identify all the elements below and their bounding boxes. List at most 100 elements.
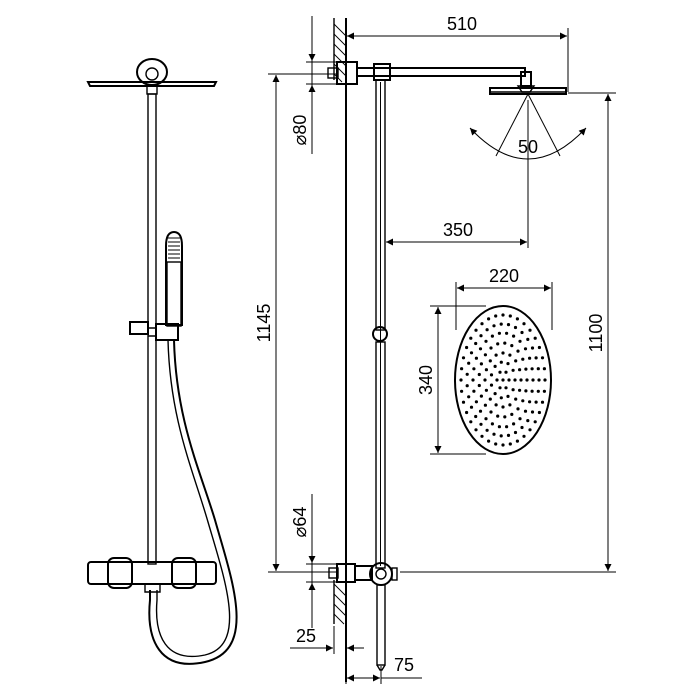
side-outlet-pipe [376, 584, 386, 666]
nozzle-dot [524, 367, 528, 371]
nozzle-dot [498, 386, 502, 390]
front-mixer-outlet [144, 584, 161, 593]
front-slider-link [148, 327, 156, 337]
nozzle-dot [528, 328, 532, 332]
nozzle-dot [492, 432, 496, 436]
nozzle-dot [474, 328, 478, 332]
nozzle-dot [515, 317, 520, 321]
head-nozzles [459, 313, 547, 447]
nozzle-dot [511, 422, 516, 426]
nozzle-dot [497, 425, 501, 429]
nozzle-dot [503, 415, 507, 419]
nozzle-dot [479, 394, 483, 398]
wall-hatching-bottom [333, 583, 347, 625]
nozzle-dot [494, 314, 498, 318]
arm-clamp [373, 63, 391, 81]
nozzle-dot [484, 388, 488, 392]
nozzle-dot [518, 417, 522, 421]
nozzle-dot [492, 324, 496, 328]
nozzle-dot [469, 420, 473, 424]
nozzle-dot [515, 439, 520, 443]
nozzle-dot [534, 356, 538, 360]
nozzle-dot [540, 356, 545, 360]
nozzle-dot [471, 378, 475, 382]
side-mixer-handle [369, 562, 393, 586]
nozzle-dot [534, 400, 538, 404]
nozzle-dot [504, 370, 508, 374]
nozzle-dot [489, 346, 493, 350]
nozzle-dot [516, 407, 520, 411]
nozzle-dot [520, 425, 524, 430]
nozzle-dot [533, 336, 537, 340]
nozzle-dot [530, 410, 535, 414]
nozzle-dot [461, 400, 466, 404]
nozzle-dot [489, 383, 494, 387]
nozzle-dot [484, 339, 488, 343]
nozzle-dot [501, 351, 505, 355]
nozzle-dot [493, 392, 497, 396]
nozzle-dot [501, 443, 505, 447]
nozzle-dot [467, 361, 471, 365]
nozzle-dot [494, 403, 498, 407]
nozzle-dot [514, 397, 518, 401]
nozzle-dot [506, 394, 510, 398]
nozzle-dot [484, 368, 488, 372]
nozzle-dot [487, 317, 491, 321]
nozzle-dot [528, 356, 532, 360]
nozzle-dot [528, 428, 532, 432]
nozzle-dot [511, 388, 515, 392]
nozzle-dot [522, 322, 526, 326]
nozzle-dot [530, 389, 534, 393]
shower-arm [356, 67, 526, 77]
front-slider-bracket [129, 321, 179, 341]
nozzle-dot [479, 362, 483, 366]
nozzle-dot [469, 405, 474, 409]
nozzle-dot [472, 367, 476, 371]
nozzle-dot [526, 337, 530, 341]
nozzle-dot [521, 357, 525, 361]
nozzle-dot [518, 368, 522, 372]
nozzle-dot [488, 359, 492, 363]
nozzle-dot [531, 378, 535, 382]
dim-text-340: 340 [416, 365, 436, 395]
nozzle-dot [525, 378, 529, 382]
nozzle-dot [510, 344, 514, 348]
nozzle-dot [520, 330, 524, 335]
side-shower-head [489, 87, 567, 95]
nozzle-dot [465, 372, 469, 376]
nozzle-dot [530, 367, 534, 371]
nozzle-dot [474, 414, 478, 419]
front-mixer-left-handle [107, 557, 133, 589]
nozzle-dot [477, 383, 481, 388]
nozzle-dot [488, 397, 492, 401]
dimensions: 510 350 50 1145 1100 ⌀80 ⌀64 [254, 14, 616, 684]
nozzle-dot [505, 425, 509, 429]
nozzle-dot [469, 351, 474, 355]
dim-text-1145: 1145 [254, 304, 274, 343]
nozzle-dot [490, 334, 494, 338]
nozzle-dot [496, 342, 500, 346]
nozzle-dot [461, 356, 466, 360]
nozzle-dot [505, 331, 509, 335]
nozzle-dot [480, 322, 484, 326]
nozzle-dot [511, 334, 516, 338]
nozzle-dot [499, 360, 503, 364]
nozzle-dot [518, 388, 522, 392]
dim-text-80: ⌀80 [290, 115, 310, 146]
nozzle-dot [459, 378, 463, 382]
nozzle-dot [499, 322, 503, 326]
dim-text-25: 25 [296, 626, 316, 646]
nozzle-dot [493, 364, 497, 368]
nozzle-dot [511, 368, 515, 372]
nozzle-dot [495, 378, 499, 382]
front-hand-shower-nozzles [168, 237, 180, 263]
nozzle-dot [508, 403, 512, 407]
nozzle-dot [514, 359, 518, 363]
nozzle-dot [537, 378, 541, 382]
nozzle-dot [474, 341, 478, 346]
nozzle-dot [536, 367, 540, 371]
nozzle-dot [460, 389, 464, 393]
dim-arc-50 [469, 127, 587, 160]
nozzle-dot [521, 399, 525, 403]
front-mixer-body [87, 561, 217, 585]
